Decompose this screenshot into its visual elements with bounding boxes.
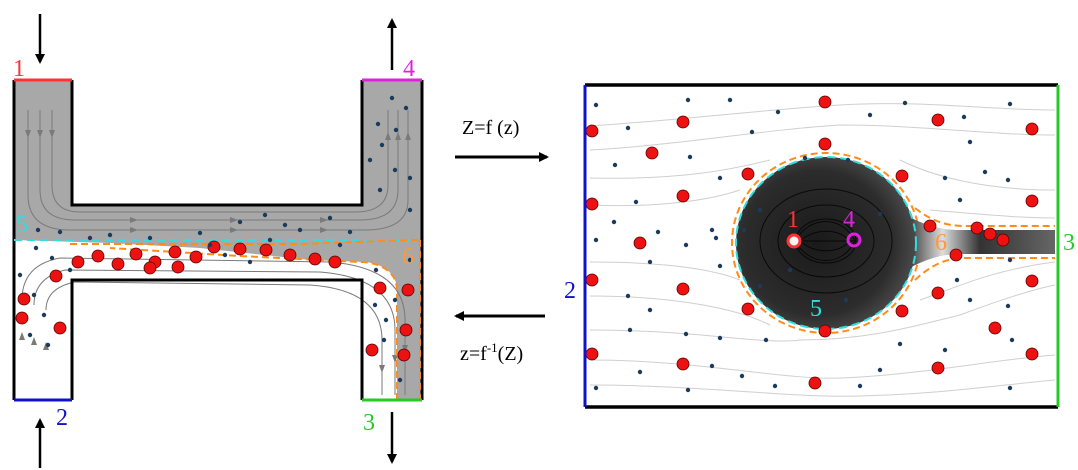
rect-label-5: 5 bbox=[810, 296, 822, 322]
h-channel-panel: 1 2 3 4 5 6 bbox=[12, 14, 424, 468]
rect-label-6: 6 bbox=[935, 230, 947, 256]
rect-label-2: 2 bbox=[564, 278, 576, 304]
port-label-3: 3 bbox=[363, 410, 375, 436]
source-1-marker bbox=[786, 233, 802, 249]
rect-label-1: 1 bbox=[787, 207, 799, 233]
port-label-2: 2 bbox=[56, 405, 68, 431]
rect-label-4: 4 bbox=[843, 207, 855, 233]
rect-streamlines bbox=[589, 103, 1056, 397]
mapped-disc bbox=[736, 157, 916, 329]
interface-6-boundary bbox=[70, 239, 420, 400]
small-particles-left bbox=[17, 95, 413, 383]
source-4-marker bbox=[846, 232, 862, 248]
disc-field-lines bbox=[759, 188, 893, 294]
neck-channel bbox=[905, 215, 1055, 270]
mapped-rectangle-panel: 1 2 3 4 5 6 bbox=[564, 83, 1075, 409]
interface-6-outline bbox=[914, 207, 1055, 281]
port-label-6: 6 bbox=[402, 244, 414, 270]
port-label-1: 1 bbox=[13, 56, 25, 82]
large-particles-right bbox=[585, 95, 1039, 390]
mapping-arrows: Z=f (z) z=f-1(Z) bbox=[454, 117, 549, 365]
small-particles-right bbox=[593, 97, 1015, 393]
forward-map-label: Z=f (z) bbox=[462, 117, 519, 139]
rect-label-3: 3 bbox=[1063, 230, 1075, 256]
inverse-map-label: z=f-1(Z) bbox=[460, 340, 523, 365]
port-label-4: 4 bbox=[403, 56, 415, 82]
shaded-fluid-region bbox=[14, 80, 422, 400]
large-particles-left bbox=[15, 240, 415, 362]
interface-5-circle bbox=[735, 156, 917, 330]
port-label-5: 5 bbox=[16, 212, 28, 238]
